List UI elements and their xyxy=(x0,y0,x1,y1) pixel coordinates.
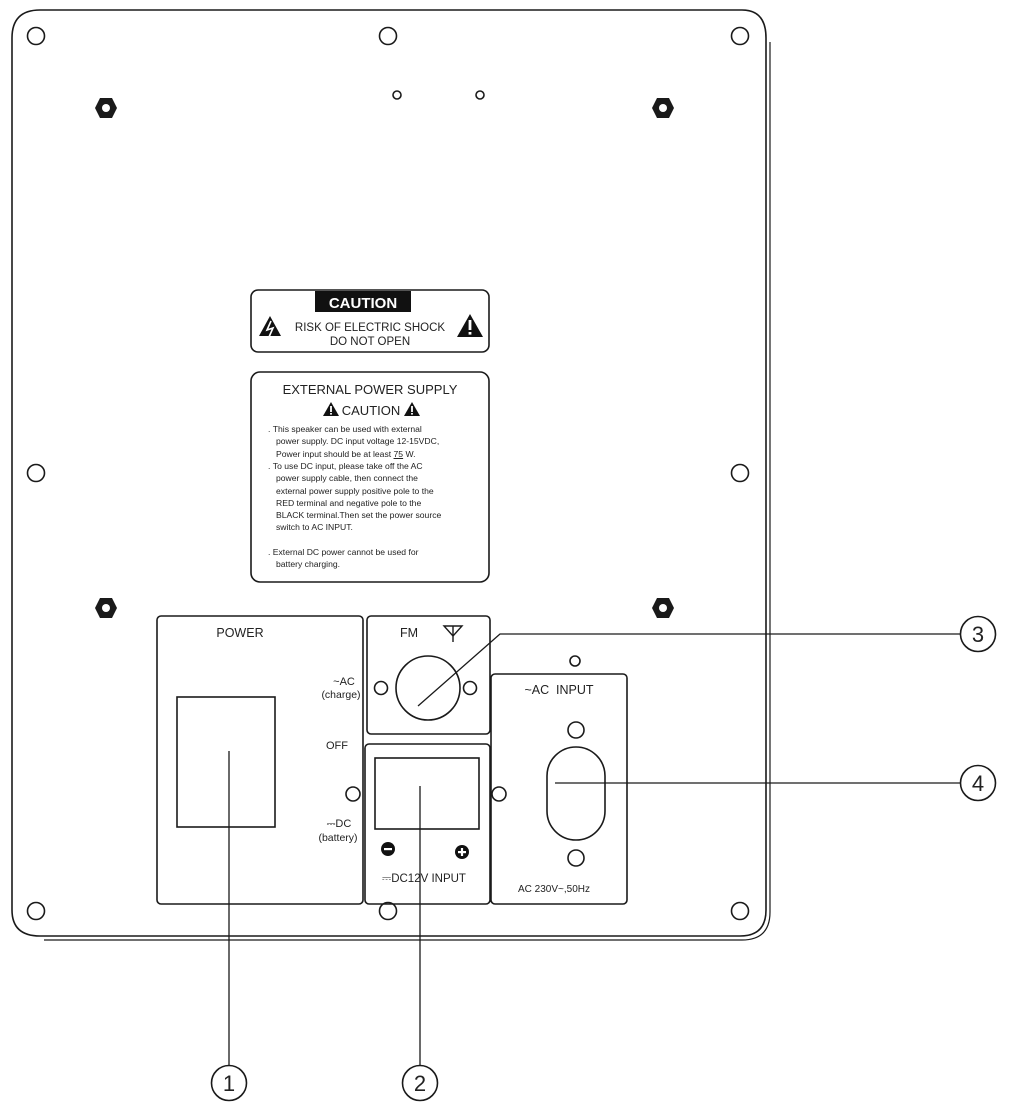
bullet-line: power supply. DC input voltage 12-15VDC, xyxy=(276,436,440,447)
negative-terminal-icon xyxy=(381,842,395,856)
switch-indicator xyxy=(491,786,507,802)
callout-number: 2 xyxy=(414,1071,426,1096)
callout-circle xyxy=(959,764,997,802)
bullet-line: battery charging. xyxy=(276,559,341,570)
bullet-line: switch to AC INPUT. xyxy=(276,522,353,533)
switch-label-ac-sub: (charge) xyxy=(321,689,360,701)
small-hole xyxy=(392,90,402,100)
power-supply-label-box xyxy=(250,371,490,583)
ac-panel-label: ~AC INPUT xyxy=(524,683,593,697)
power-panel-label: POWER xyxy=(216,626,263,640)
power-supply-title: EXTERNAL POWER SUPPLY xyxy=(283,382,458,397)
callout-circle xyxy=(210,1064,248,1102)
warning-triangle-icon xyxy=(404,402,420,416)
screw-hole xyxy=(567,721,585,739)
screw-hole xyxy=(378,26,398,46)
bullet-line: power supply cable, then connect the xyxy=(276,473,418,484)
dc-panel-label: ⎓DC12V INPUT xyxy=(382,873,466,885)
bullet-line: BLACK terminal.Then set the power source xyxy=(276,510,442,521)
dc-input-terminal-block xyxy=(374,757,480,830)
positive-terminal-icon xyxy=(455,845,469,859)
warning-triangle-icon xyxy=(323,402,339,416)
screw-hole xyxy=(26,901,46,921)
fm-antenna-socket xyxy=(395,655,461,721)
warning-triangle-icon xyxy=(457,314,483,337)
callout-number: 3 xyxy=(972,622,984,647)
bullet-line: external power supply positive pole to t… xyxy=(276,485,434,496)
ac-input-socket xyxy=(546,746,606,841)
hex-nut-icon xyxy=(95,98,674,618)
bullet-line: RED terminal and negative pole to the xyxy=(276,497,422,508)
power-supply-bullet-1: . This speaker can be used with external… xyxy=(268,424,440,459)
screw-hole xyxy=(567,849,585,867)
fm-panel-label: FM xyxy=(400,626,418,640)
caution-line-1: RISK OF ELECTRIC SHOCK xyxy=(295,322,445,334)
power-supply-bullet-3: . External DC power cannot be used for b… xyxy=(268,547,419,570)
screw-hole xyxy=(730,26,750,46)
bullet-line: This speaker can be used with external xyxy=(272,424,422,434)
callout-circle xyxy=(959,615,997,653)
screw-hole xyxy=(378,901,398,921)
screw-hole xyxy=(730,901,750,921)
callout-circle xyxy=(401,1064,439,1102)
bullet-line: Power input should be at least xyxy=(276,448,394,459)
small-hole xyxy=(569,655,581,667)
screw-hole xyxy=(26,26,46,46)
screw-hole xyxy=(373,680,389,696)
callout-number: 1 xyxy=(223,1071,235,1096)
callout-number: 4 xyxy=(972,771,984,796)
antenna-icon xyxy=(442,625,464,642)
power-rating-value: 75 xyxy=(393,448,404,459)
ac-input-panel xyxy=(490,673,628,905)
bullet-line: To use DC input, please take off the AC xyxy=(272,461,423,471)
switch-label-dc-sub: (battery) xyxy=(318,832,357,844)
screw-hole xyxy=(730,463,750,483)
caution-header: CAUTION xyxy=(329,295,397,312)
screw-hole xyxy=(26,463,46,483)
power-switch xyxy=(176,696,276,828)
caution-header-bg xyxy=(315,291,411,312)
caution-line-2: DO NOT OPEN xyxy=(330,336,410,348)
fm-panel xyxy=(366,615,491,735)
small-hole xyxy=(475,90,485,100)
power-supply-caution: CAUTION xyxy=(342,403,401,418)
back-plate-shadow-edge xyxy=(44,42,771,941)
switch-indicator xyxy=(345,786,361,802)
caution-label-box xyxy=(250,289,490,353)
bullet-line: W. xyxy=(403,448,416,459)
switch-label-dc: ⎓DC xyxy=(327,818,352,830)
dc-input-panel xyxy=(364,743,491,905)
switch-label-off: OFF xyxy=(326,740,348,752)
power-supply-bullet-2: . To use DC input, please take off the A… xyxy=(268,461,442,533)
bullet-line: External DC power cannot be used for xyxy=(272,547,419,557)
ac-panel-rating: AC 230V~,50Hz xyxy=(518,884,590,895)
power-panel xyxy=(156,615,364,905)
back-plate-outline xyxy=(11,9,767,937)
switch-label-ac: ~AC xyxy=(333,676,355,688)
warning-triangle-icon xyxy=(259,316,281,338)
screw-hole xyxy=(462,680,478,696)
